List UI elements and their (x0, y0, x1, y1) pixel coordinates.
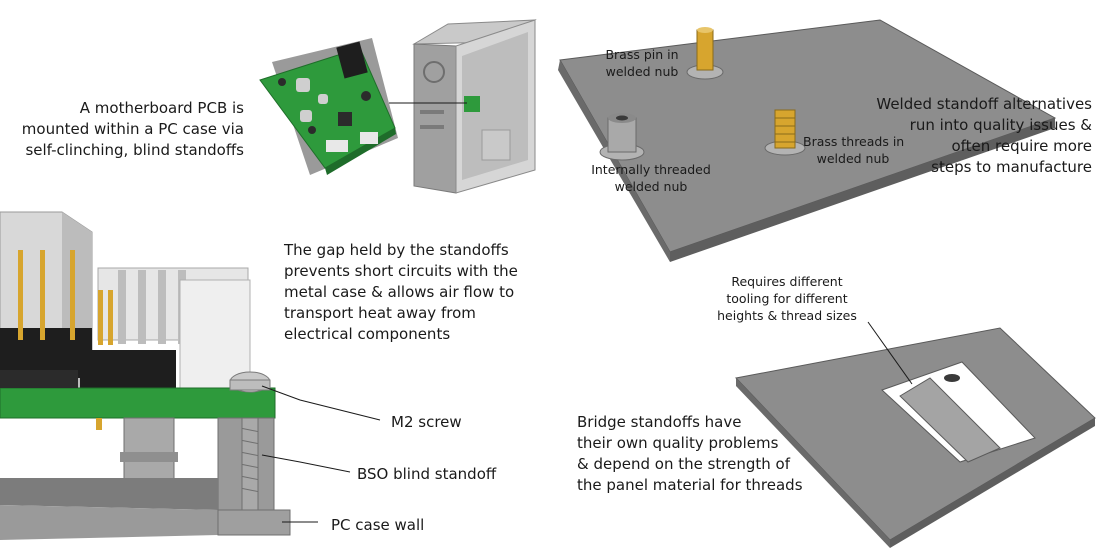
caption-brass-threads: Brass threads in welded nub (803, 134, 905, 166)
caption-pc-case-wall: PC case wall (331, 516, 425, 534)
welded-panel-illustration (558, 19, 1057, 262)
caption-tooling: Requires different tooling for different… (717, 274, 857, 323)
caption-bso-blind-standoff: BSO blind standoff (357, 465, 497, 483)
leader-m2-screw (261, 385, 381, 421)
caption-m2-screw: M2 screw (391, 413, 462, 431)
pc-case-illustration (389, 19, 537, 194)
caption-brass-pin: Brass pin in welded nub (605, 47, 679, 79)
caption-welded-alternatives: Welded standoff alternatives run into qu… (876, 95, 1092, 176)
caption-motherboard: A motherboard PCB is mounted within a PC… (21, 99, 244, 159)
caption-internally-threaded-nub: Internally threaded welded nub (591, 162, 711, 194)
leader-tooling (867, 321, 913, 385)
bridge-panel-illustration (735, 321, 1096, 548)
caption-bridge-standoffs: Bridge standoffs have their own quality … (577, 413, 803, 494)
caption-gap: The gap held by the standoffs prevents s… (284, 241, 518, 343)
cross-section-illustration (0, 211, 381, 540)
leader-bso (261, 454, 351, 473)
motherboard-pcb-illustration (259, 38, 398, 175)
